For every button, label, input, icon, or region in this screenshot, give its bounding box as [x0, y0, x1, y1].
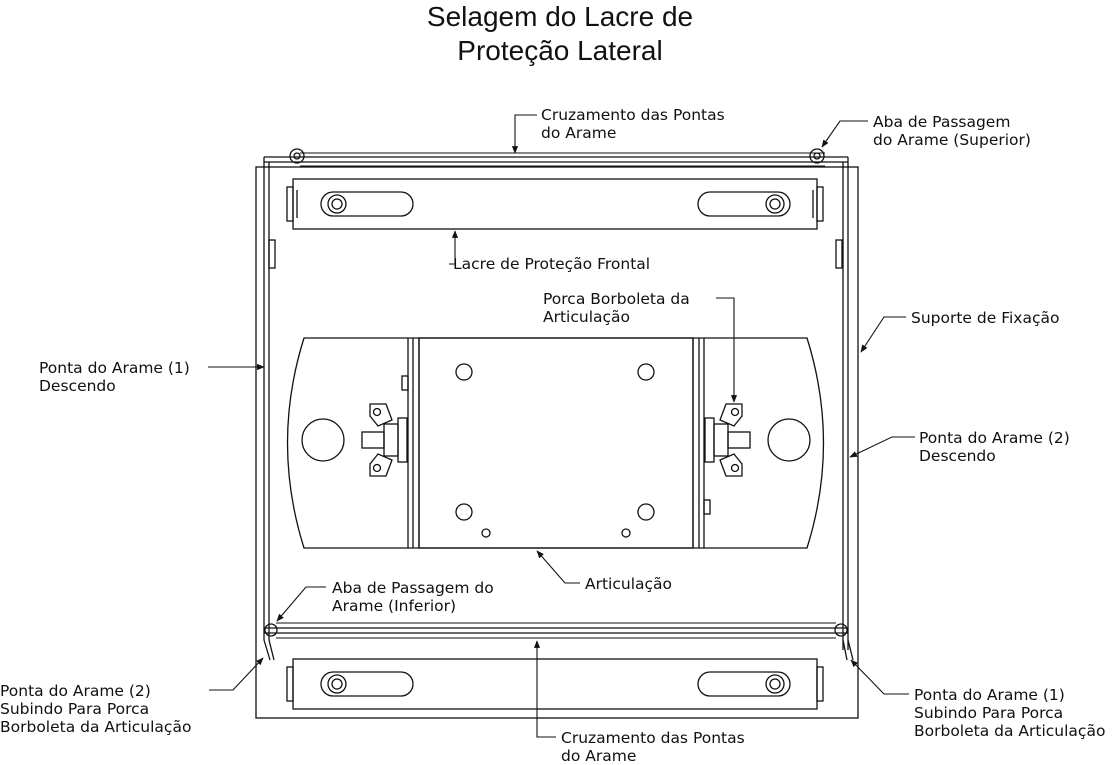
- bottom-left-wire-tab: [264, 623, 278, 637]
- diagram-title: Selagem do Lacre de Proteção Lateral: [0, 0, 1120, 68]
- leader-cruzamento-top: [511, 114, 537, 154]
- label-aba-superior: Aba de Passagem do Arame (Superior): [873, 113, 1031, 149]
- label-lacre-frontal: Lacre de Proteção Frontal: [453, 255, 651, 273]
- label-ponta1-subindo: Ponta do Arame (1) Subindo Para Porca Bo…: [914, 686, 1106, 740]
- top-frontal-seal: [286, 178, 824, 230]
- leader-aba-superior: [821, 120, 868, 148]
- label-cruzamento-top: Cruzamento das Pontas do Arame: [541, 106, 725, 142]
- bottom-right-wire-tab: [834, 623, 848, 637]
- label-aba-inferior: Aba de Passagem do Arame (Inferior): [332, 579, 494, 615]
- leader-lacre-frontal: [449, 230, 459, 265]
- right-descending-wire: [842, 157, 849, 650]
- label-ponta1-descendo: Ponta do Arame (1) Descendo: [39, 359, 190, 395]
- top-right-wire-tab: [809, 148, 825, 164]
- label-cruzamento-bottom: Cruzamento das Pontas do Arame: [561, 729, 745, 765]
- left-descending-wire: [263, 157, 270, 640]
- right-wing-nut: [704, 403, 751, 477]
- left-wing-nut: [361, 403, 408, 477]
- label-suporte: Suporte de Fixação: [911, 309, 1060, 327]
- leader-aba-inferior: [276, 586, 326, 622]
- leader-suporte: [860, 316, 906, 353]
- label-articulacao: Articulação: [585, 575, 673, 593]
- bottom-wire: [263, 622, 854, 661]
- leader-ponta2-descendo: [849, 436, 915, 458]
- top-left-wire-tab: [289, 148, 305, 164]
- top-wire: [264, 148, 848, 167]
- label-ponta2-descendo: Ponta do Arame (2) Descendo: [919, 429, 1070, 465]
- label-porca-borboleta: Porca Borboleta da Articulação: [543, 290, 690, 326]
- leader-ponta2-subindo: [209, 657, 264, 691]
- title-line-2: Proteção Lateral: [457, 35, 663, 66]
- label-ponta2-subindo: Ponta do Arame (2) Subindo Para Porca Bo…: [0, 682, 192, 736]
- bottom-frontal-seal: [286, 658, 824, 710]
- articulation-assembly: [286, 337, 825, 549]
- leader-ponta1-subindo: [850, 659, 909, 695]
- leader-articulacao: [536, 550, 580, 584]
- mounting-bracket: [255, 166, 859, 719]
- title-line-1: Selagem do Lacre de: [426, 1, 694, 32]
- leader-cruzamento-bottom: [533, 640, 556, 738]
- leader-porca-borboleta: [716, 297, 738, 403]
